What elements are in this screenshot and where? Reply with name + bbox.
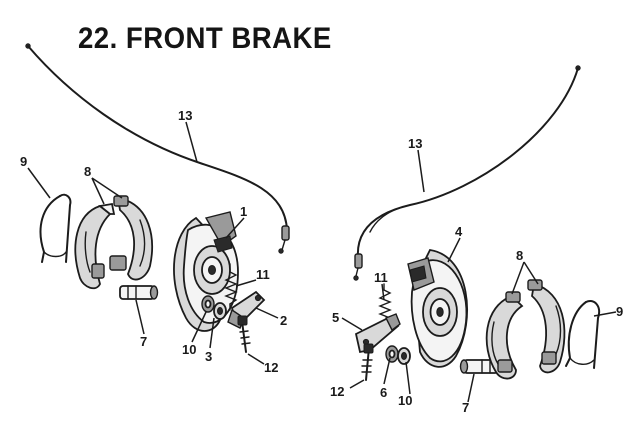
left-arm-bolt: [237, 315, 251, 353]
right-brake-shoe-outer: [527, 279, 566, 374]
callout-8-left: 8: [84, 164, 91, 179]
callout-5: 5: [332, 310, 339, 325]
callout-9-left: 9: [20, 154, 27, 169]
callout-11-left: 11: [256, 267, 270, 282]
callout-12-left: 12: [264, 360, 278, 375]
right-brake-shoe-inner: [485, 291, 524, 380]
callout-7-left: 7: [140, 334, 147, 349]
left-brake-panel: [173, 211, 239, 332]
callout-13-left: 13: [178, 108, 192, 123]
page-title: 22. FRONT BRAKE: [78, 22, 332, 55]
left-brake-shoe-outer: [74, 202, 116, 290]
callout-labels: 13 9 8 1 11 2 7 10 3 12 13 4 8 11 9 5 12…: [20, 108, 623, 415]
callout-3: 3: [205, 349, 212, 364]
right-callout-leaders: [341, 149, 617, 403]
callout-1: 1: [240, 204, 247, 219]
left-shoe-spring: [39, 193, 72, 263]
callout-2: 2: [280, 313, 287, 328]
callout-12-right: 12: [330, 384, 344, 399]
right-brake-cable: [353, 65, 581, 281]
callout-6: 6: [380, 385, 387, 400]
callout-13-right: 13: [408, 136, 422, 151]
callout-8-right: 8: [516, 248, 523, 263]
callout-11-right: 11: [374, 270, 388, 285]
left-cam-spring: [224, 263, 238, 311]
left-brake-cable: [25, 43, 290, 254]
callout-4: 4: [455, 224, 463, 239]
callout-7-right: 7: [462, 400, 469, 415]
callout-9-right: 9: [616, 304, 623, 319]
right-brake-panel: [407, 249, 468, 368]
left-callout-leaders: [27, 121, 279, 365]
left-brake-pin: [119, 285, 159, 300]
right-shoe-spring: [565, 300, 600, 369]
callout-10-left: 10: [182, 342, 196, 357]
left-washer-indicator: [201, 295, 227, 320]
right-washer-indicator: [385, 345, 411, 365]
left-brake-shoe-inner: [109, 195, 153, 281]
callout-10-right: 10: [398, 393, 412, 408]
right-arm-bolt: [361, 343, 374, 381]
